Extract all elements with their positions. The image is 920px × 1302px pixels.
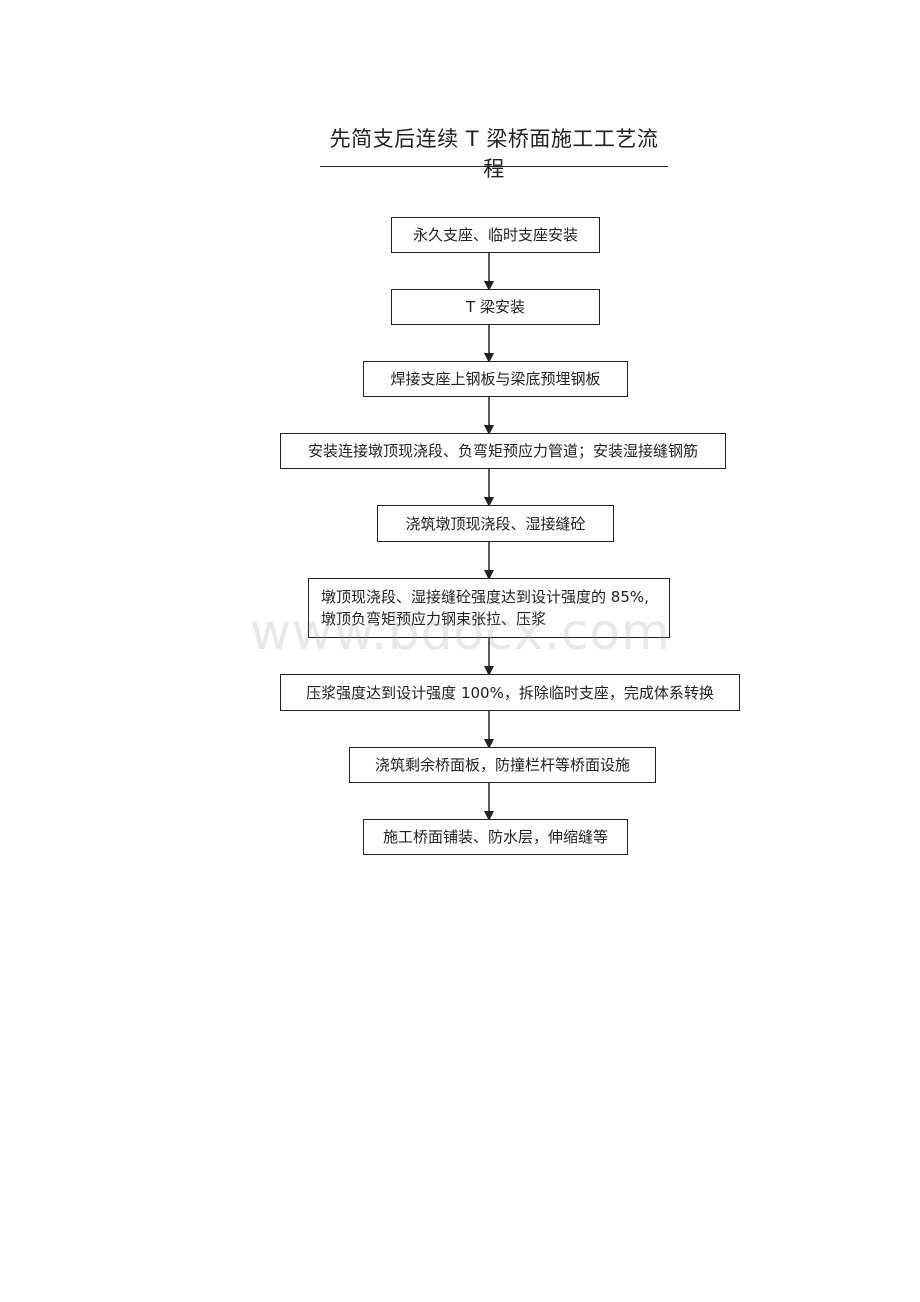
flow-step-8: 浇筑剩余桥面板，防撞栏杆等桥面设施: [349, 747, 656, 783]
flow-step-3-label: 焊接支座上钢板与梁底预埋钢板: [390, 370, 601, 388]
title-underline: [320, 166, 668, 167]
flow-step-1-label: 永久支座、临时支座安装: [412, 226, 578, 244]
flow-step-6-line-2: 墩顶负弯矩预应力钢束张拉、压浆: [321, 610, 547, 628]
flow-step-3: 焊接支座上钢板与梁底预埋钢板: [363, 361, 628, 397]
flow-step-7: 压浆强度达到设计强度 100%，拆除临时支座，完成体系转换: [280, 674, 740, 711]
flow-step-9: 施工桥面铺装、防水层，伸缩缝等: [363, 819, 628, 855]
flow-step-9-label: 施工桥面铺装、防水层，伸缩缝等: [382, 828, 608, 846]
flow-step-2-label: T 梁安装: [466, 298, 525, 316]
flow-step-6: 墩顶现浇段、湿接缝砼强度达到设计强度的 85%, 墩顶负弯矩预应力钢束张拉、压浆: [308, 578, 670, 638]
flow-step-2: T 梁安装: [391, 289, 600, 325]
page-title: 先简支后连续 T 梁桥面施工工艺流程: [329, 127, 659, 181]
flow-step-4: 安装连接墩顶现浇段、负弯矩预应力管道；安装湿接缝钢筋: [280, 433, 726, 469]
flow-step-8-label: 浇筑剩余桥面板，防撞栏杆等桥面设施: [374, 756, 630, 774]
flow-step-1: 永久支座、临时支座安装: [391, 217, 600, 253]
flow-step-4-label: 安装连接墩顶现浇段、负弯矩预应力管道；安装湿接缝钢筋: [307, 442, 698, 460]
flow-step-5-label: 浇筑墩顶现浇段、湿接缝砼: [405, 514, 586, 533]
flow-step-6-line-1: 墩顶现浇段、湿接缝砼强度达到设计强度的 85%,: [321, 588, 649, 606]
flow-step-5: 浇筑墩顶现浇段、湿接缝砼: [377, 505, 614, 542]
watermark: www.bdocx.com: [250, 603, 671, 661]
flow-step-7-label: 压浆强度达到设计强度 100%，拆除临时支座，完成体系转换: [306, 683, 714, 702]
